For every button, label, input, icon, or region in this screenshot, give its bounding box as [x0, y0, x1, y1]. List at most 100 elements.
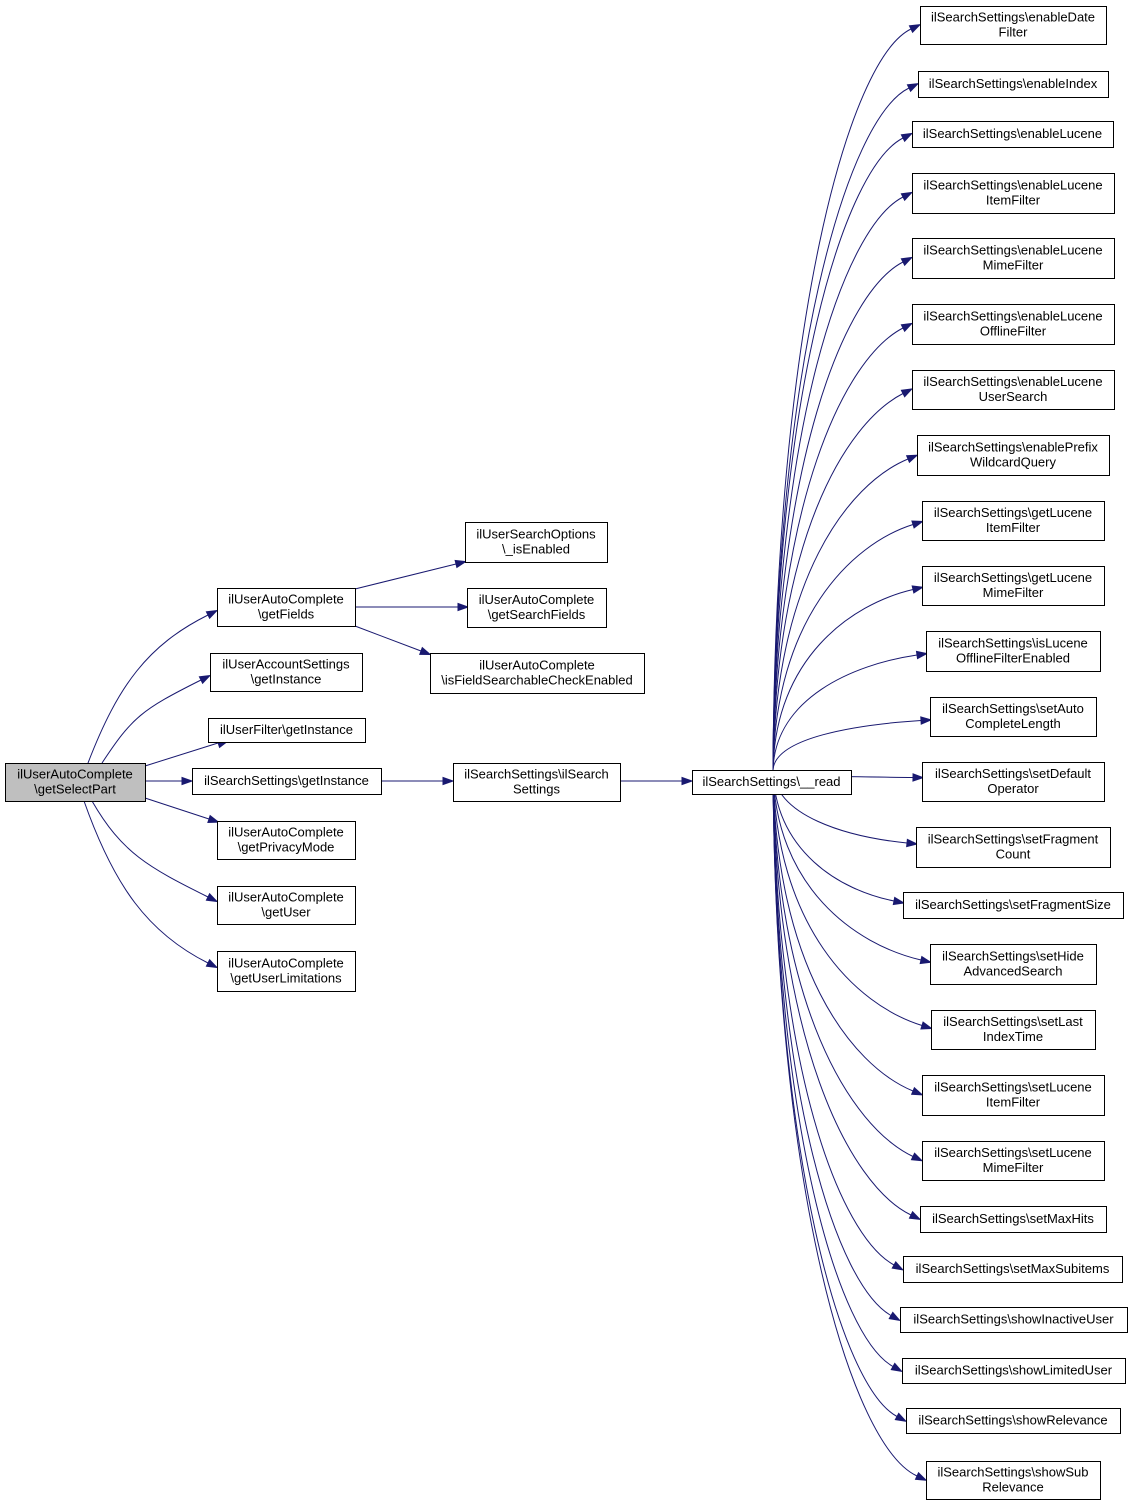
node-label: MimeFilter: [983, 585, 1044, 600]
node-t23[interactable]: ilSearchSettings\showLimitedUser: [902, 1358, 1126, 1384]
node-filterGetInstance[interactable]: ilUserFilter\getInstance: [208, 718, 366, 743]
edge-arrowhead: [910, 1152, 924, 1162]
node-t08[interactable]: ilSearchSettings\enablePrefixWildcardQue…: [917, 435, 1110, 476]
edge-arrowhead: [205, 958, 219, 969]
edge-read-to-t22: [772, 769, 901, 1322]
node-label: ilSearchSettings\setLast: [943, 1014, 1083, 1029]
node-box: [920, 1206, 1107, 1233]
edge-arrowhead: [911, 520, 924, 529]
node-label: ilUserFilter\getInstance: [220, 722, 353, 737]
node-label: ilSearchSettings\isLucene: [938, 636, 1088, 651]
node-getPrivacyMode[interactable]: ilUserAutoComplete\getPrivacyMode: [217, 821, 356, 860]
node-box: [217, 886, 356, 925]
edge-line: [772, 720, 922, 771]
edge-read-to-t23: [772, 769, 904, 1373]
node-t20[interactable]: ilSearchSettings\setMaxHits: [920, 1206, 1107, 1233]
node-label: ilSearchSettings\setDefault: [935, 766, 1091, 781]
node-box: [922, 762, 1105, 802]
edge-line: [354, 563, 457, 590]
edge-arrowhead: [205, 892, 219, 903]
node-label: OfflineFilterEnabled: [956, 651, 1070, 666]
node-box: [922, 1141, 1105, 1181]
node-t22[interactable]: ilSearchSettings\showInactiveUser: [900, 1307, 1128, 1333]
edge-arrowhead: [905, 454, 919, 464]
node-box: [208, 718, 366, 743]
edge-read-to-t24: [772, 769, 908, 1422]
node-label: ilSearchSettings\enableLucene: [923, 374, 1102, 389]
node-root[interactable]: ilUserAutoComplete\getSelectPart: [5, 763, 146, 802]
node-box: [912, 304, 1115, 345]
node-t11[interactable]: ilSearchSettings\isLuceneOfflineFilterEn…: [926, 631, 1101, 672]
edge-root-to-getUser: [91, 800, 219, 903]
edge-arrowhead: [207, 814, 220, 823]
edge-line: [144, 797, 210, 820]
node-box: [930, 697, 1097, 737]
node-box: [465, 522, 608, 563]
edge-arrowhead: [442, 776, 455, 786]
edge-arrowhead: [914, 1471, 928, 1481]
node-accGetInstance[interactable]: ilUserAccountSettings\getInstance: [210, 653, 363, 692]
edge-line: [772, 769, 892, 1316]
node-label: ilSearchSettings\enableIndex: [929, 76, 1098, 91]
node-label: \getUser: [261, 905, 311, 920]
node-t06[interactable]: ilSearchSettings\enableLuceneOfflineFilt…: [912, 304, 1115, 345]
node-box: [453, 763, 621, 802]
node-getUserLimitations[interactable]: ilUserAutoComplete\getUserLimitations: [217, 951, 356, 992]
edge-line: [772, 589, 914, 771]
node-isEnabled[interactable]: ilUserSearchOptions\_isEnabled: [465, 522, 608, 563]
node-label: ilUserAutoComplete: [479, 658, 595, 673]
node-label: ilUserAutoComplete: [17, 767, 133, 782]
node-isFieldSearchable[interactable]: ilUserAutoComplete\isFieldSearchableChec…: [430, 653, 645, 694]
node-getFields[interactable]: ilUserAutoComplete\getFields: [217, 588, 356, 627]
node-box: [926, 631, 1101, 672]
node-t15[interactable]: ilSearchSettings\setFragmentSize: [903, 892, 1124, 919]
node-t02[interactable]: ilSearchSettings\enableIndex: [918, 71, 1109, 98]
node-label: ItemFilter: [986, 1095, 1041, 1110]
edge-line: [772, 769, 922, 961]
node-box: [692, 770, 852, 795]
edge-getFields-to-isFieldSearchable: [354, 625, 432, 656]
node-ctor[interactable]: ilSearchSettings\ilSearchSettings: [453, 763, 621, 802]
node-label: ilSearchSettings\setMaxSubitems: [916, 1261, 1110, 1276]
node-t24[interactable]: ilSearchSettings\showRelevance: [906, 1408, 1121, 1434]
node-label: ilSearchSettings\getLucene: [934, 505, 1092, 520]
node-label: ilSearchSettings\setAuto: [942, 701, 1084, 716]
edge-arrowhead: [198, 674, 212, 685]
node-searchGetInstance[interactable]: ilSearchSettings\getInstance: [192, 768, 382, 795]
node-label: Filter: [999, 25, 1029, 40]
edge-arrowhead: [911, 585, 925, 594]
edge-line: [772, 261, 904, 771]
node-label: ilSearchSettings\showInactiveUser: [913, 1312, 1114, 1327]
node-box: [210, 653, 363, 692]
node-box: [217, 588, 356, 627]
node-label: ilSearchSettings\setLucene: [934, 1145, 1092, 1160]
node-label: AdvancedSearch: [963, 964, 1062, 979]
node-label: ilUserAutoComplete: [228, 825, 344, 840]
edge-read-to-t20: [772, 769, 922, 1220]
node-getUser[interactable]: ilUserAutoComplete\getUser: [217, 886, 356, 925]
node-label: ilSearchSettings\enableLucene: [923, 126, 1102, 141]
edge-arrowhead: [419, 646, 432, 656]
node-label: ilSearchSettings\enablePrefix: [928, 440, 1098, 455]
node-getSearchFields[interactable]: ilUserAutoComplete\getSearchFields: [467, 588, 607, 628]
node-label: \getSelectPart: [34, 782, 116, 797]
node-t21[interactable]: ilSearchSettings\setMaxSubitems: [903, 1256, 1123, 1283]
node-label: MimeFilter: [983, 258, 1044, 273]
node-t03[interactable]: ilSearchSettings\enableLucene: [912, 121, 1114, 148]
node-read[interactable]: ilSearchSettings\__read: [692, 770, 852, 795]
edge-arrowhead: [457, 602, 470, 612]
